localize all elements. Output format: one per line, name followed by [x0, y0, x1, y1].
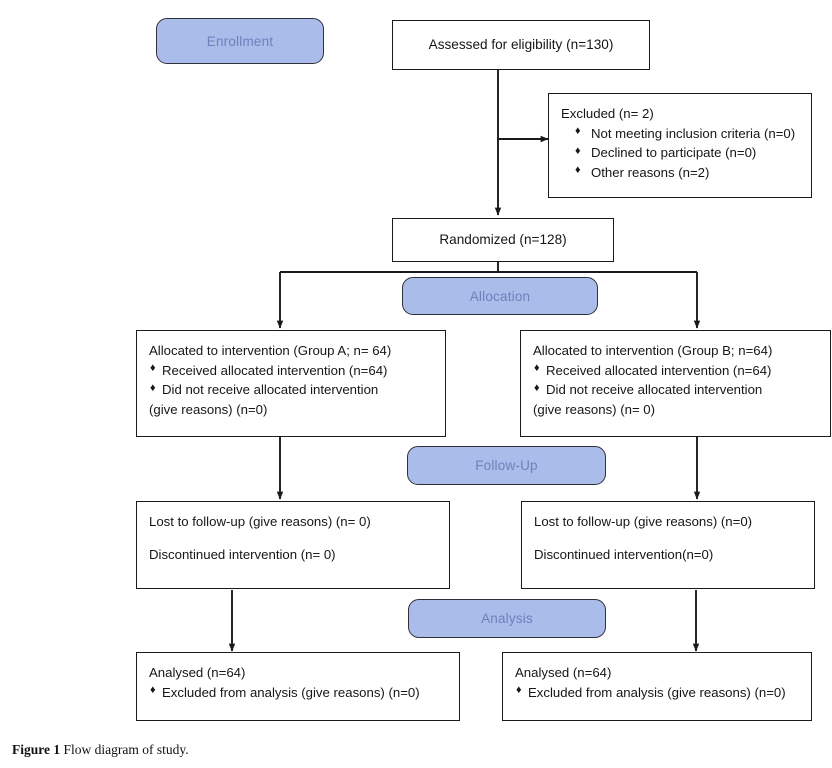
- figure-caption: Figure 1 Flow diagram of study.: [12, 742, 189, 758]
- node-analysed-right-heading: Analysed (n=64): [515, 665, 612, 680]
- node-allocated-group-b-continuation: (give reasons) (n= 0): [533, 401, 656, 417]
- node-allocated-group-a-item-0-label: Received allocated intervention (n=64): [162, 362, 388, 378]
- node-analysed-left-heading: Analysed (n=64): [149, 665, 246, 680]
- stage-banner-analysis-label: Analysis: [481, 611, 533, 626]
- node-allocated-group-b: Allocated to intervention (Group B; n=64…: [520, 330, 831, 437]
- node-allocated-group-b-heading: Allocated to intervention (Group B; n=64…: [533, 343, 773, 358]
- node-excluded-item-2-label: Other reasons (n=2): [591, 164, 710, 180]
- spacer: [149, 532, 437, 545]
- node-excluded-item-2: ♦ Other reasons (n=2): [561, 163, 799, 183]
- node-followup-right: Lost to follow-up (give reasons) (n=0) D…: [521, 501, 815, 589]
- bullet-icon: ♦: [575, 125, 581, 138]
- node-followup-right-line2: Discontinued intervention(n=0): [534, 546, 714, 562]
- node-randomized-text: Randomized (n=128): [439, 231, 567, 247]
- stage-banner-allocation: Allocation: [402, 277, 598, 315]
- node-followup-left-line2: Discontinued intervention (n= 0): [149, 546, 336, 562]
- node-analysed-right-item-0: ♦ Excluded from analysis (give reasons) …: [515, 683, 799, 703]
- node-randomized: Randomized (n=128): [392, 218, 614, 262]
- node-allocated-group-a: Allocated to intervention (Group A; n= 6…: [136, 330, 446, 437]
- figure-caption-text: Flow diagram of study.: [63, 742, 189, 757]
- node-allocated-group-b-item-1-label: Did not receive allocated intervention: [546, 382, 763, 398]
- spacer: [534, 532, 802, 545]
- node-followup-left: Lost to follow-up (give reasons) (n= 0) …: [136, 501, 450, 589]
- bullet-icon: ♦: [575, 144, 581, 157]
- node-assessed-text: Assessed for eligibility (n=130): [428, 36, 614, 52]
- node-analysed-left: Analysed (n=64) ♦ Excluded from analysis…: [136, 652, 460, 721]
- node-excluded: Excluded (n= 2) ♦ Not meeting inclusion …: [548, 93, 812, 198]
- node-excluded-heading: Excluded (n= 2): [561, 106, 654, 121]
- node-excluded-item-0-label: Not meeting inclusion criteria (n=0): [591, 125, 796, 141]
- bullet-icon: ♦: [150, 362, 156, 375]
- stage-banner-followup-label: Follow-Up: [475, 458, 538, 473]
- node-allocated-group-a-item-1: ♦ Did not receive allocated intervention: [149, 380, 433, 400]
- node-allocated-group-b-item-1: ♦ Did not receive allocated intervention: [533, 380, 818, 400]
- node-allocated-group-a-item-1-label: Did not receive allocated intervention: [162, 382, 379, 398]
- bullet-icon: ♦: [150, 684, 156, 697]
- node-allocated-group-a-continuation: (give reasons) (n=0): [149, 401, 268, 417]
- node-allocated-group-a-item-0: ♦ Received allocated intervention (n=64): [149, 361, 433, 381]
- stage-banner-allocation-label: Allocation: [469, 288, 531, 304]
- node-excluded-item-1-label: Declined to participate (n=0): [591, 145, 757, 161]
- node-analysed-left-item-0-label: Excluded from analysis (give reasons) (n…: [162, 684, 420, 700]
- node-excluded-item-0: ♦ Not meeting inclusion criteria (n=0): [561, 124, 799, 144]
- figure-caption-label: Figure 1: [12, 742, 61, 757]
- node-allocated-group-a-heading: Allocated to intervention (Group A; n= 6…: [149, 343, 392, 358]
- node-followup-left-line1: Lost to follow-up (give reasons) (n= 0): [149, 514, 371, 529]
- node-analysed-left-item-0: ♦ Excluded from analysis (give reasons) …: [149, 683, 447, 703]
- bullet-icon: ♦: [516, 684, 522, 697]
- bullet-icon: ♦: [534, 362, 540, 375]
- node-analysed-right: Analysed (n=64) ♦ Excluded from analysis…: [502, 652, 812, 721]
- stage-banner-followup: Follow-Up: [407, 446, 606, 485]
- stage-banner-analysis: Analysis: [408, 599, 606, 638]
- node-allocated-group-b-item-0: ♦ Received allocated intervention (n=64): [533, 361, 818, 381]
- node-assessed-for-eligibility: Assessed for eligibility (n=130): [392, 20, 650, 70]
- node-analysed-right-item-0-label: Excluded from analysis (give reasons) (n…: [528, 684, 786, 700]
- node-excluded-item-1: ♦ Declined to participate (n=0): [561, 143, 799, 163]
- bullet-icon: ♦: [575, 164, 581, 177]
- node-allocated-group-b-item-0-label: Received allocated intervention (n=64): [546, 362, 772, 378]
- stage-banner-enrollment-label: Enrollment: [206, 33, 274, 49]
- bullet-icon: ♦: [150, 381, 156, 394]
- node-followup-right-line1: Lost to follow-up (give reasons) (n=0): [534, 514, 753, 529]
- bullet-icon: ♦: [534, 381, 540, 394]
- stage-banner-enrollment: Enrollment: [156, 18, 324, 64]
